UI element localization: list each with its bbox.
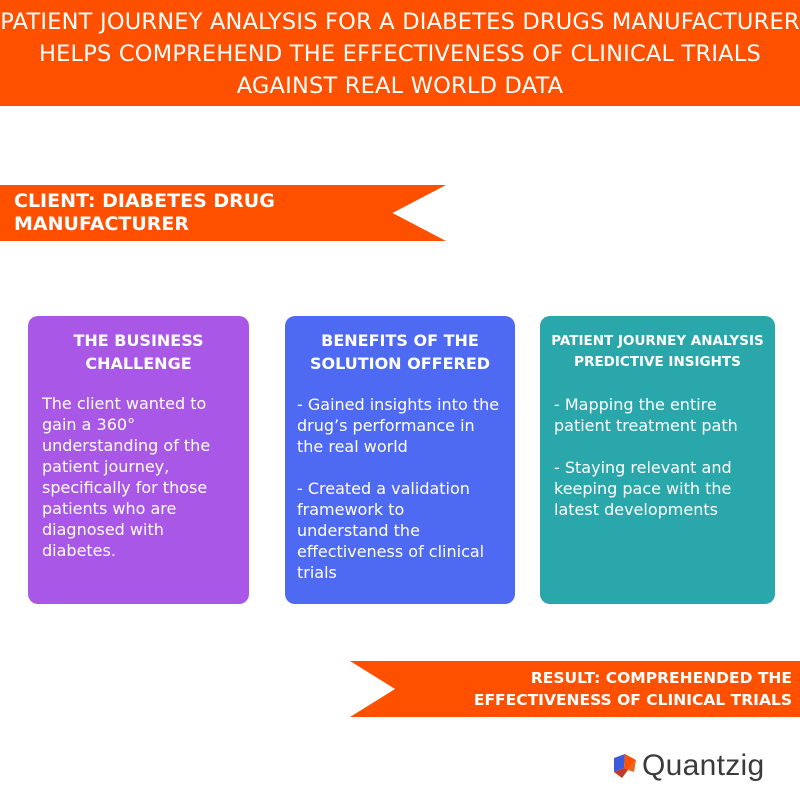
card-body-line: The client wanted to [42, 394, 207, 413]
card-body-line: keeping pace with the [554, 479, 732, 498]
header-banner: PATIENT JOURNEY ANALYSIS FOR A DIABETES … [0, 0, 800, 106]
result-label: RESULT: COMPREHENDED THE EFFECTIVENESS O… [392, 667, 792, 711]
card-title-line: SOLUTION OFFERED [309, 354, 491, 373]
quantzig-logo-icon [614, 754, 636, 778]
card-body-line: patient treatment path [554, 416, 738, 435]
insight-item: - Staying relevant and keeping pace with… [554, 457, 775, 520]
client-label-line-2: MANUFACTURER [14, 213, 190, 235]
benefits-title: BENEFITS OF THE SOLUTION OFFERED [285, 329, 515, 375]
insight-item: - Mapping the entire patient treatment p… [554, 394, 775, 436]
benefit-item: - Gained insights into the drug’s perfor… [297, 394, 515, 457]
card-body-line: the real world [297, 437, 408, 456]
benefits-card: BENEFITS OF THE SOLUTION OFFERED - Gaine… [285, 316, 515, 604]
card-title-line: CHALLENGE [85, 354, 192, 373]
business-challenge-card: THE BUSINESS CHALLENGE The client wanted… [28, 316, 249, 604]
card-body-line: understanding of the [42, 436, 211, 455]
card-body-line: patient journey, [42, 457, 170, 476]
business-challenge-body: The client wanted to gain a 360° underst… [42, 393, 249, 561]
card-body-line: gain a 360° [42, 415, 136, 434]
card-body-line: framework to [297, 500, 405, 519]
predictive-insights-body: - Mapping the entire patient treatment p… [554, 394, 775, 520]
quantzig-logo: Quantzig [612, 748, 764, 784]
card-body-line: drug’s performance in [297, 416, 475, 435]
card-body-line: diagnosed with [42, 520, 164, 539]
card-body-line: understand the [297, 521, 420, 540]
card-body-line: diabetes. [42, 541, 116, 560]
page-title-line-1: PATIENT JOURNEY ANALYSIS FOR A DIABETES … [0, 9, 800, 35]
card-body-line: effectiveness of clinical [297, 542, 485, 561]
predictive-insights-title: PATIENT JOURNEY ANALYSIS PREDICTIVE INSI… [540, 331, 775, 373]
card-body-line: patients who are [42, 499, 177, 518]
client-label-line-1: CLIENT: DIABETES DRUG [14, 190, 275, 212]
page-title-line-2: HELPS COMPREHEND THE EFFECTIVENESS OF CL… [39, 41, 761, 67]
predictive-insights-card: PATIENT JOURNEY ANALYSIS PREDICTIVE INSI… [540, 316, 775, 604]
card-title-line: PATIENT JOURNEY ANALYSIS [551, 333, 764, 349]
card-title-line: PREDICTIVE INSIGHTS [574, 354, 741, 370]
business-challenge-title: THE BUSINESS CHALLENGE [28, 329, 249, 375]
result-label-line-1: RESULT: COMPREHENDED THE [530, 669, 792, 687]
result-ribbon [350, 661, 800, 717]
page-title-line-3: AGAINST REAL WORLD DATA [236, 73, 564, 99]
card-title-line: BENEFITS OF THE [321, 331, 479, 350]
result-label-line-2: EFFECTIVENESS OF CLINICAL TRIALS [473, 691, 792, 709]
benefits-body: - Gained insights into the drug’s perfor… [297, 394, 515, 583]
card-body-line: - Created a validation [297, 479, 470, 498]
quantzig-wordmark: Quantzig [642, 749, 765, 782]
card-title-line: THE BUSINESS [73, 331, 204, 350]
card-body-line: - Staying relevant and [554, 458, 732, 477]
card-body-line: - Mapping the entire [554, 395, 717, 414]
benefit-item: - Created a validation framework to unde… [297, 478, 515, 583]
card-body-line: specifically for those [42, 478, 208, 497]
client-label: CLIENT: DIABETES DRUG MANUFACTURER [14, 190, 374, 236]
client-ribbon [0, 185, 446, 241]
card-body-line: latest developments [554, 500, 718, 519]
card-body-line: - Gained insights into the [297, 395, 500, 414]
card-body-line: trials [297, 563, 337, 582]
